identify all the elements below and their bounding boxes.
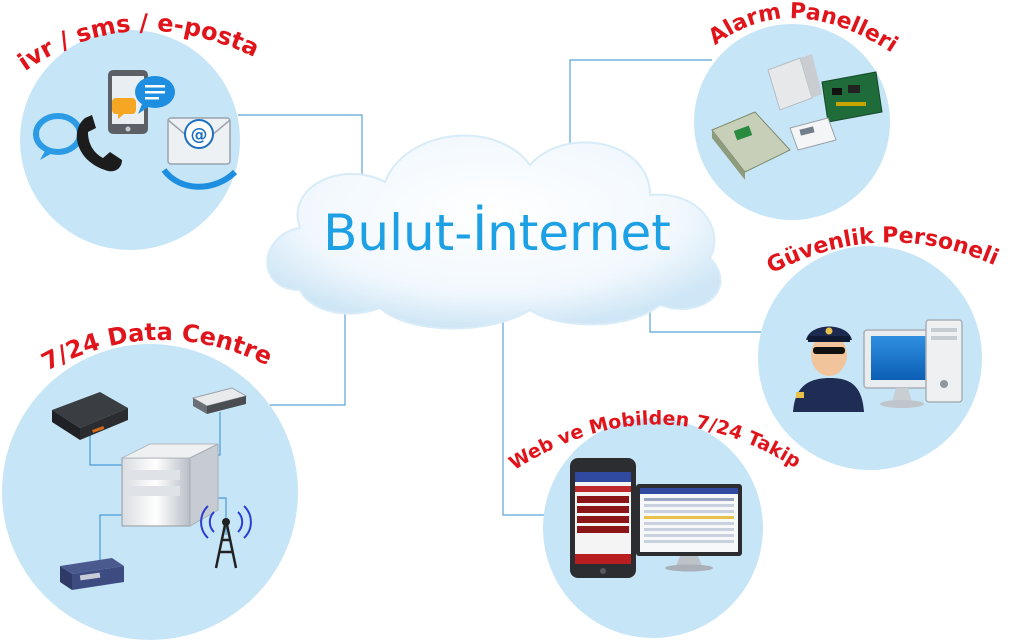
alarm-panel-box-icon [767,54,822,111]
alarm-circle [694,24,890,220]
datacentre-icons [52,387,252,590]
cloud-label: Bulut-İnternet [323,204,671,262]
connector-tracking [502,310,548,516]
ivr-circle [20,30,240,250]
security-guard-icon [793,326,864,412]
alarm-icons [711,54,883,180]
security-icons [793,319,963,412]
dvr-box-icon [52,392,128,440]
rack-unit-icon [60,558,124,590]
cloud-icon [266,134,722,330]
sms-bubble-icon [112,98,136,119]
cloud: Bulut-İnternet [266,134,722,330]
smartphone-app-icon [570,458,636,578]
tracking-icons [570,458,742,578]
control-module-icon [711,111,791,180]
radio-antenna-icon [200,505,252,569]
desktop-monitor-icon [636,484,742,572]
phone-icon [76,115,122,172]
server-icon [121,443,219,527]
alarm-keypad-icon [789,117,837,151]
ivr-icons: @ [33,70,238,190]
connector-alarm [569,59,712,160]
connector-ivr [238,114,363,178]
router-icon [191,387,248,414]
circuit-board-icon [821,71,883,123]
monitor-icon [863,329,941,408]
computer-tower-icon [925,319,963,403]
connector-datacentre [270,285,346,406]
message-bubble-icon [135,76,175,114]
svg-text:@: @ [191,125,208,145]
email-icon: @ [161,117,238,190]
